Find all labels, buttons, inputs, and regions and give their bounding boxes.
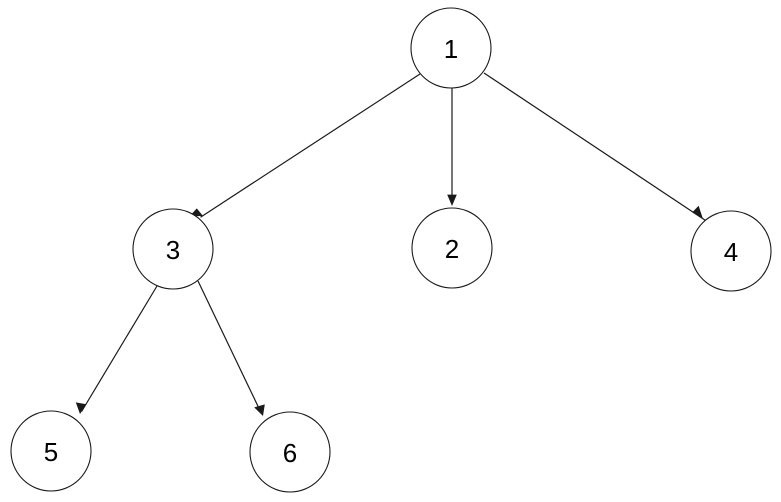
node-label-1: 1 bbox=[444, 34, 458, 64]
graph-node-3[interactable]: 3 bbox=[132, 208, 214, 290]
node-circle-4[interactable] bbox=[690, 210, 772, 292]
edge-line-1-4 bbox=[483, 72, 706, 221]
arrowhead-icon-1-4 bbox=[692, 205, 703, 219]
edge-line-1-3 bbox=[200, 73, 421, 218]
edge-layer bbox=[75, 72, 706, 416]
graph-node-5[interactable]: 5 bbox=[10, 410, 92, 492]
node-circle-5[interactable] bbox=[10, 410, 92, 492]
edge-1-to-2 bbox=[447, 88, 457, 206]
edge-3-to-5 bbox=[75, 285, 158, 414]
edge-3-to-6 bbox=[197, 280, 265, 416]
node-label-5: 5 bbox=[44, 437, 58, 467]
arrowhead-icon-3-6 bbox=[254, 404, 265, 416]
graph-node-4[interactable]: 4 bbox=[690, 210, 772, 292]
node-label-3: 3 bbox=[166, 235, 180, 265]
arrowhead-icon-3-5 bbox=[75, 402, 87, 414]
node-circle-6[interactable] bbox=[249, 411, 331, 493]
graph-node-6[interactable]: 6 bbox=[249, 411, 331, 493]
node-circle-2[interactable] bbox=[411, 207, 493, 289]
node-label-6: 6 bbox=[283, 438, 297, 468]
graph-node-2[interactable]: 2 bbox=[411, 207, 493, 289]
node-layer: 1 2 3 4 5 6 bbox=[10, 7, 772, 493]
node-label-4: 4 bbox=[724, 237, 738, 267]
edge-1-to-4 bbox=[483, 72, 706, 221]
arrowhead-icon-1-2 bbox=[447, 194, 457, 206]
node-label-2: 2 bbox=[445, 234, 459, 264]
edge-line-3-5 bbox=[81, 285, 158, 412]
node-circle-1[interactable] bbox=[410, 7, 492, 89]
edge-line-3-6 bbox=[197, 280, 262, 414]
node-circle-3[interactable] bbox=[132, 208, 214, 290]
edge-1-to-3 bbox=[189, 73, 421, 218]
graph-node-1[interactable]: 1 bbox=[410, 7, 492, 89]
